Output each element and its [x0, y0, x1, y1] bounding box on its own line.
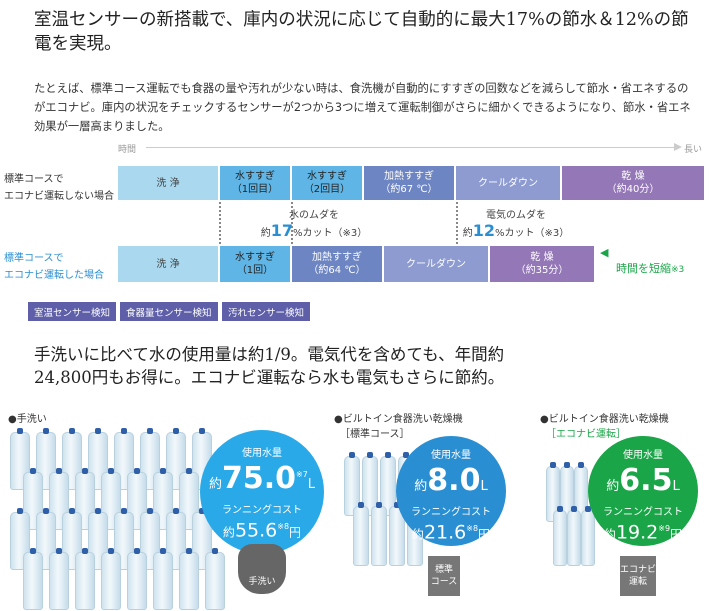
row1-label: 標準コースで エコナビ運転しない場合	[4, 174, 114, 202]
row2-wash: 洗 浄	[118, 246, 218, 282]
time-axis	[146, 147, 678, 148]
comparison-heading: 手洗いに比べて水の使用量は約1/9。電気代を含めても、年間約 24,800円もお…	[34, 345, 505, 387]
axis-end-label: 長い	[684, 145, 703, 155]
row2-heat-rinse: 加熱すすぎ （約64 ℃）	[292, 246, 382, 282]
water-bottle	[380, 452, 396, 516]
handwash-title: ●手洗い	[8, 414, 47, 425]
water-savings: 水のムダを 約17%カット（※3）	[260, 210, 368, 240]
sensor-tag-room: 室温センサー検知	[28, 302, 117, 321]
guide-line	[219, 202, 221, 244]
water-bottle	[560, 462, 574, 522]
axis-arrow-icon	[674, 143, 682, 151]
row1-rinse1: 水すすぎ （1回目）	[220, 166, 290, 200]
guide-line	[456, 202, 458, 244]
time-short-arrow-icon: ◀	[600, 246, 609, 259]
row1-dry: 乾 燥 （約40分）	[562, 166, 704, 200]
water-bottle	[344, 452, 360, 516]
sensor-tag-dish: 食器量センサー検知	[120, 302, 218, 321]
standard-subtitle: ［標準コース］	[340, 429, 410, 440]
handwash-circle: 使用水量 約75.0※7L ランニングコスト 約55.6※8円	[200, 430, 324, 554]
row2-cooldown: クールダウン	[384, 246, 488, 282]
water-bottle	[205, 548, 225, 610]
water-bottle	[153, 548, 173, 610]
main-heading: 室温センサーの新搭載で、庫内の状況に応じて自動的に最大17%の節水＆12%の節電…	[34, 10, 689, 54]
standard-circle: 使用水量 約8.0L ランニングコスト 約21.6※8円	[396, 436, 506, 546]
water-bottle	[127, 548, 147, 610]
water-bottle	[49, 548, 69, 610]
row2-rinse: 水すすぎ （1回）	[220, 246, 290, 282]
row1-wash: 洗 浄	[118, 166, 218, 200]
row2-dry: 乾 燥 （約35分）	[490, 246, 594, 282]
sensor-tag-dirt: 汚れセンサー検知	[222, 302, 311, 321]
econavi-circle: 使用水量 約6.5L ランニングコスト 約19.2※9円	[588, 436, 698, 546]
econavi-badge: エコナビ 運転	[620, 556, 656, 596]
water-bottle	[23, 548, 43, 610]
time-short-label: 時間を短縮※3	[616, 262, 685, 275]
standard-badge: 標準 コース	[428, 556, 460, 596]
standard-title: ●ビルトイン食器洗い乾燥機	[334, 414, 463, 425]
guide-line	[291, 202, 293, 244]
hand-icon: 手洗い	[238, 544, 286, 594]
water-bottle	[581, 506, 595, 566]
axis-start-label: 時間	[118, 145, 137, 155]
row2-label: 標準コースで エコナビ運転した場合	[4, 253, 104, 281]
row1-heat-rinse: 加熱すすぎ （約67 ℃）	[364, 166, 454, 200]
intro-paragraph: たとえば、標準コース運転でも食器の量や汚れが少ない時は、食洗機が自動的にすすぎの…	[34, 82, 691, 133]
water-bottle	[353, 502, 369, 566]
econavi-subtitle: ［エコナビ運転］	[546, 429, 626, 440]
row1-rinse2: 水すすぎ （2回目）	[292, 166, 362, 200]
econavi-title: ●ビルトイン食器洗い乾燥機	[540, 414, 669, 425]
water-bottle	[362, 452, 378, 516]
row1-cooldown: クールダウン	[456, 166, 560, 200]
water-bottle	[567, 506, 581, 566]
water-bottle	[553, 506, 567, 566]
power-savings: 電気のムダを 約12%カット（※3）	[462, 210, 570, 240]
water-bottle	[179, 548, 199, 610]
water-bottle	[371, 502, 387, 566]
water-bottle	[75, 548, 95, 610]
water-bottle	[101, 548, 121, 610]
